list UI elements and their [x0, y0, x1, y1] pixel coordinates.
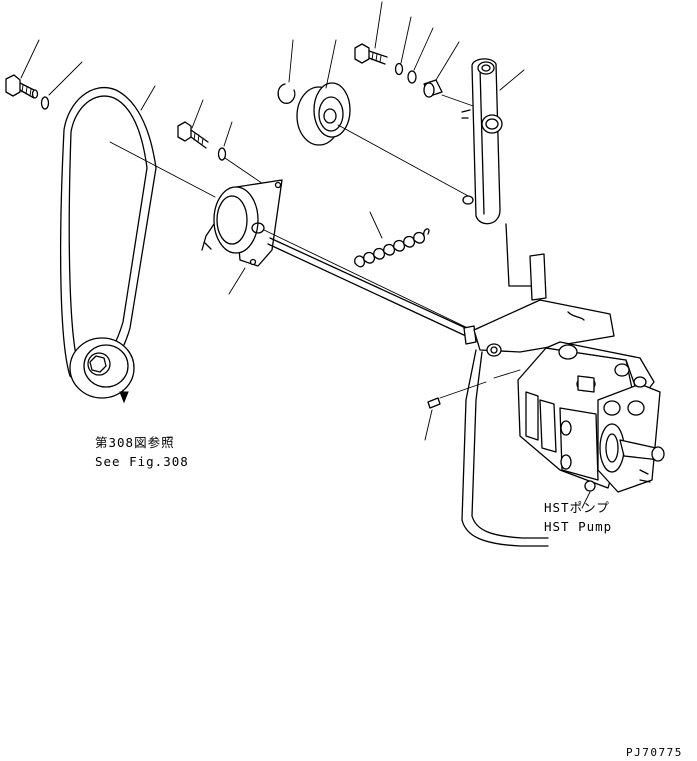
leader-pin [424, 409, 433, 441]
arrow-see-fig-308 [119, 391, 129, 404]
center-line-idler [337, 124, 471, 198]
leader-middle-bolt [191, 99, 204, 129]
center-line-pin [439, 369, 521, 399]
pump-bracket [461, 223, 615, 547]
shaft-rod [267, 237, 477, 345]
center-line-brake-shaft [263, 229, 473, 331]
leader-v-belt [140, 85, 156, 111]
leader-tension-arm [499, 69, 525, 91]
leader-spring [369, 211, 383, 239]
pin [427, 397, 441, 409]
label-pump-ja: HSTポンプ [544, 500, 610, 515]
upper-bolt [354, 43, 388, 65]
hst-pump [517, 341, 665, 493]
leader-upper-washer-1 [400, 16, 412, 64]
leader-upper-washer-2 [413, 27, 434, 71]
tension-arm [461, 58, 503, 225]
label-pump-en: HST Pump [544, 519, 612, 534]
middle-bolt [177, 121, 209, 149]
center-line-upper-bolt [441, 94, 477, 108]
leader-left-washer [48, 61, 83, 96]
leader-collar [435, 41, 460, 81]
center-line-belt [109, 141, 216, 198]
v-belt [59, 86, 157, 383]
snap-ring [277, 83, 296, 104]
leader-upper-bolt [374, 1, 383, 49]
label-see-fig-en: See Fig.308 [95, 454, 189, 469]
tension-spring [354, 228, 430, 268]
upper-washer-2 [407, 70, 417, 84]
collar [423, 79, 443, 98]
lower-pulley [69, 337, 135, 399]
brake-assembly [201, 179, 283, 267]
leader-left-bolt [20, 39, 40, 79]
leader-brake-assembly [228, 267, 246, 295]
idler-pulley [296, 82, 351, 146]
leader-idler-pulley [325, 39, 337, 89]
upper-washer-1 [394, 62, 404, 76]
leader-snap-ring [288, 39, 294, 83]
drawing-code: PJ70775 [626, 746, 683, 759]
middle-washer [217, 147, 227, 161]
leader-middle-washer [223, 121, 233, 147]
label-see-fig-ja: 第308図参照 [95, 435, 175, 450]
left-bolt [5, 74, 39, 99]
left-washer [40, 96, 50, 110]
leader-hst-pump [581, 491, 591, 509]
